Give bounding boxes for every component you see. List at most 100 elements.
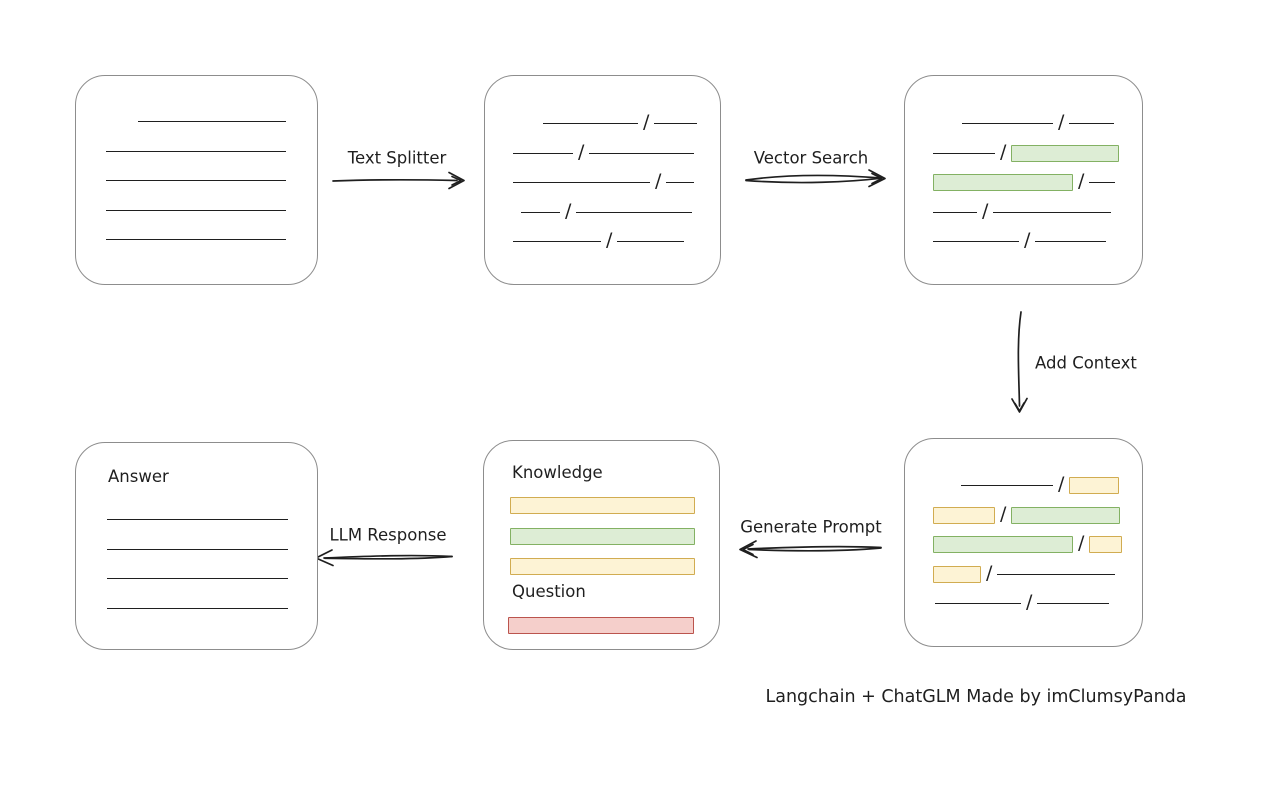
- text-line-segment: [513, 152, 573, 154]
- text-line-segment: [1089, 182, 1116, 184]
- chunk-row: /: [933, 109, 1142, 139]
- slash-separator: /: [655, 170, 662, 193]
- text-line-segment: [1037, 603, 1110, 605]
- text-line-segment: [935, 603, 1021, 605]
- generate-prompt-label: Generate Prompt: [740, 517, 882, 537]
- split-chunks-box: / / / / /: [484, 75, 721, 285]
- highlight-chunk-green: [933, 536, 1073, 554]
- knowledge-label: Knowledge: [512, 463, 603, 482]
- slash-separator: /: [1078, 532, 1085, 555]
- chunk-row: [107, 505, 317, 535]
- text-line-segment: [106, 239, 286, 241]
- chunk-row: /: [513, 168, 720, 198]
- chunk-row: /: [513, 227, 720, 257]
- slash-separator: /: [1026, 591, 1033, 614]
- chunk-row: /: [933, 139, 1142, 169]
- slash-separator: /: [1058, 111, 1065, 134]
- chunk-row: /: [933, 227, 1142, 257]
- chunk-row: /: [513, 198, 720, 228]
- text-line-segment: [513, 241, 601, 243]
- chunk-row: [106, 166, 317, 196]
- chunk-row: /: [513, 109, 720, 139]
- text-line-segment: [107, 548, 288, 550]
- text-line-segment: [1069, 123, 1115, 125]
- slash-separator: /: [565, 199, 572, 222]
- chunk-row: [107, 594, 317, 624]
- text-line-segment: [933, 152, 995, 154]
- vector-search-arrow: [745, 169, 886, 188]
- text-line-segment: [993, 211, 1112, 213]
- chunk-row: [107, 564, 317, 594]
- red-bar: [508, 617, 694, 634]
- chunk-row: /: [513, 139, 720, 169]
- text-line-segment: [107, 578, 288, 580]
- slash-separator: /: [1058, 473, 1065, 496]
- matched-chunks-lines: /////: [905, 76, 1142, 284]
- chunk-row: [106, 225, 317, 255]
- chunk-row: /: [933, 198, 1142, 228]
- slash-separator: /: [982, 199, 989, 222]
- add-context-arrow: [1011, 311, 1028, 413]
- highlight-chunk-yellow: [933, 565, 981, 583]
- prompt-box: Knowledge Question: [483, 440, 720, 650]
- highlight-chunk-yellow: [1069, 477, 1120, 495]
- llm-response-label: LLM Response: [329, 525, 447, 545]
- highlight-chunk-yellow: [1089, 536, 1123, 554]
- text-line-segment: [1035, 241, 1107, 243]
- slash-separator: /: [1000, 140, 1007, 163]
- text-line-segment: [997, 573, 1116, 575]
- llm-response-arrow: [315, 549, 453, 567]
- chunk-row: [106, 196, 317, 226]
- text-line-segment: [576, 211, 693, 213]
- vector-search-label: Vector Search: [753, 148, 869, 168]
- chunk-row: /: [933, 589, 1142, 619]
- text-line-segment: [106, 209, 286, 211]
- chunk-row: /: [933, 471, 1142, 501]
- matched-chunks-box: /////: [904, 75, 1143, 285]
- knowledge-bars: [510, 497, 695, 589]
- green-bar: [510, 527, 695, 545]
- question-bars: [508, 617, 694, 648]
- chunk-row: /: [933, 560, 1142, 590]
- chunk-row: /: [933, 530, 1142, 560]
- credit-caption: Langchain + ChatGLM Made by imClumsyPand…: [765, 687, 1187, 707]
- text-line-segment: [107, 519, 288, 521]
- highlight-chunk-yellow: [933, 506, 995, 524]
- text-line-segment: [617, 241, 685, 243]
- slash-separator: /: [1000, 502, 1007, 525]
- highlight-chunk-green: [1011, 506, 1121, 524]
- text-line-segment: [543, 123, 638, 125]
- context-chunks-lines: / / / / /: [905, 439, 1142, 646]
- text-line-segment: [933, 241, 1019, 243]
- text-line-segment: [106, 150, 286, 152]
- text-line-segment: [513, 182, 650, 184]
- source-document-lines: [76, 76, 317, 284]
- text-line-segment: [961, 485, 1053, 487]
- source-document-box: [75, 75, 318, 285]
- text-line-segment: [589, 152, 695, 154]
- split-chunks-lines: / / / / /: [485, 76, 720, 284]
- yellow-bar: [510, 497, 695, 514]
- generate-prompt-arrow: [739, 540, 882, 559]
- text-splitter-arrow: [332, 171, 465, 190]
- question-label: Question: [512, 582, 586, 601]
- text-splitter-label: Text Splitter: [347, 148, 447, 168]
- answer-label: Answer: [108, 467, 169, 486]
- slash-separator: /: [578, 140, 585, 163]
- text-line-segment: [106, 180, 286, 182]
- slash-separator: /: [986, 561, 993, 584]
- text-line-segment: [654, 123, 698, 125]
- slash-separator: /: [643, 111, 650, 134]
- chunk-row: /: [933, 501, 1142, 531]
- chunk-row: [107, 535, 317, 565]
- highlight-chunk-green: [1011, 144, 1120, 162]
- context-chunks-box: / / / / /: [904, 438, 1143, 647]
- answer-lines: [76, 443, 317, 649]
- text-line-segment: [521, 211, 560, 213]
- yellow-bar: [510, 558, 695, 575]
- chunk-row: [106, 137, 317, 167]
- answer-box: Answer: [75, 442, 318, 650]
- slash-separator: /: [606, 229, 613, 252]
- text-line-segment: [138, 121, 286, 123]
